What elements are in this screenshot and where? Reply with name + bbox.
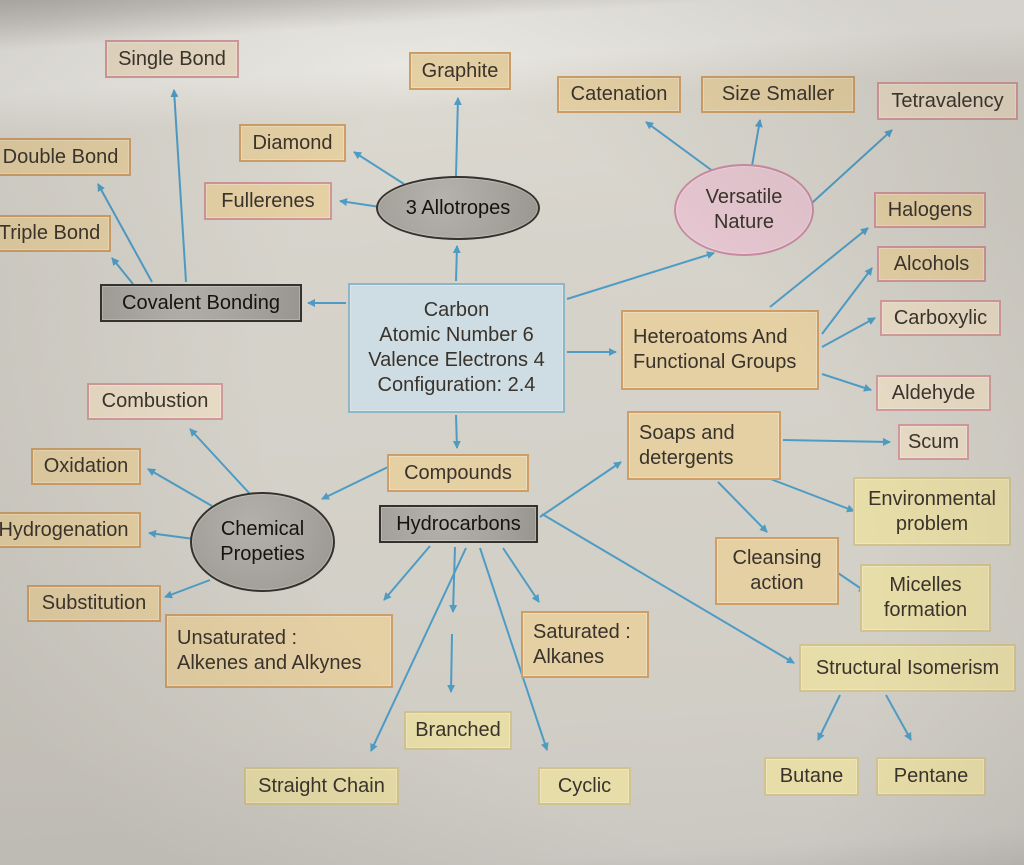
edge-hydrocarbons-cyclic [479,547,549,751]
node-fullerenes: Fullerenes [204,182,332,220]
edge-heteroatoms-aldehyde [821,373,872,392]
node-size-smaller: Size Smaller [701,76,855,113]
edge-hydrocarbons-down [449,546,458,613]
edge-carbon-versatile [566,251,715,300]
edge-down-branched [447,633,456,693]
edge-covalent-triple-bond [111,257,134,285]
edge-carbon-allotropes [452,245,461,282]
edge-allotropes-graphite [453,97,462,177]
node-covalent-bonding: Covalent Bonding [100,284,302,322]
node-versatile-nature: Versatile Nature [674,164,814,256]
node-butane: Butane [764,757,859,796]
edge-heteroatoms-carboxylic [821,317,876,348]
edge-hydrocarbons-saturated [502,547,540,603]
edge-hydrocarbons-unsaturated [383,545,431,601]
node-chemical-properties: Chemical Propeties [190,492,335,592]
edge-hydrocarbons-structural-isomerism [541,513,795,664]
node-diamond: Diamond [239,124,346,162]
edge-heteroatoms-alcohols [821,267,873,335]
edge-structural-butane [817,694,841,741]
node-cleansing-action: Cleansing action [715,537,839,605]
edge-chemprop-combustion [189,428,251,495]
node-triple-bond: Triple Bond [0,215,111,252]
edge-allotropes-fullerenes [339,198,381,208]
node-carbon: Carbon Atomic Number 6 Valence Electrons… [348,283,565,413]
edge-soaps-environmental [767,477,855,513]
node-unsaturated: Unsaturated : Alkenes and Alkynes [165,614,393,688]
edge-allotropes-diamond [353,151,405,185]
edge-soaps-scum [782,437,891,446]
node-cyclic: Cyclic [538,767,631,805]
edge-chemprop-substitution [164,579,211,599]
node-scum: Scum [898,424,969,460]
edge-covalent-single-bond [170,89,187,283]
node-pentane: Pentane [876,757,986,796]
edge-carbon-compounds [452,414,461,449]
edge-chemprop-oxidation [147,468,213,507]
node-heteroatoms-functional-groups: Heteroatoms And Functional Groups [621,310,819,390]
edge-structural-pentane [885,694,912,741]
node-catenation: Catenation [557,76,681,113]
node-double-bond: Double Bond [0,138,131,176]
node-carboxylic: Carboxylic [880,300,1001,336]
node-tetravalency: Tetravalency [877,82,1018,120]
node-compounds: Compounds [387,454,529,492]
node-soaps-detergents: Soaps and detergents [627,411,781,480]
node-hydrocarbons: Hydrocarbons [379,505,538,543]
node-saturated: Saturated : Alkanes [521,611,649,678]
node-substitution: Substitution [27,585,161,622]
node-graphite: Graphite [409,52,511,90]
node-halogens: Halogens [874,192,986,228]
node-environmental-problem: Environmental problem [853,477,1011,546]
edge-hydrocarbons-soaps [539,461,622,518]
edge-versatile-tetravalency [801,129,893,213]
node-combustion: Combustion [87,383,223,420]
edge-heteroatoms-halogens [769,227,869,308]
node-hydrogenation: Hydrogenation [0,512,141,548]
node-single-bond: Single Bond [105,40,239,78]
edge-soaps-cleansing [717,481,768,533]
edge-compounds-chemical-properties [321,466,389,500]
node-branched: Branched [404,711,512,750]
node-alcohols: Alcohols [877,246,986,282]
node-aldehyde: Aldehyde [876,375,991,411]
node-allotropes: 3 Allotropes [376,176,540,240]
edge-covalent-double-bond [97,183,153,283]
node-straight-chain: Straight Chain [244,767,399,805]
edge-versatile-catenation [645,121,715,173]
edge-hydrocarbons-straight-chain [370,547,467,752]
node-structural-isomerism: Structural Isomerism [799,644,1016,692]
edge-versatile-size-smaller [751,119,763,167]
node-micelles-formation: Micelles formation [860,564,991,632]
node-oxidation: Oxidation [31,448,141,485]
edge-chemprop-hydrogenation [148,529,195,540]
